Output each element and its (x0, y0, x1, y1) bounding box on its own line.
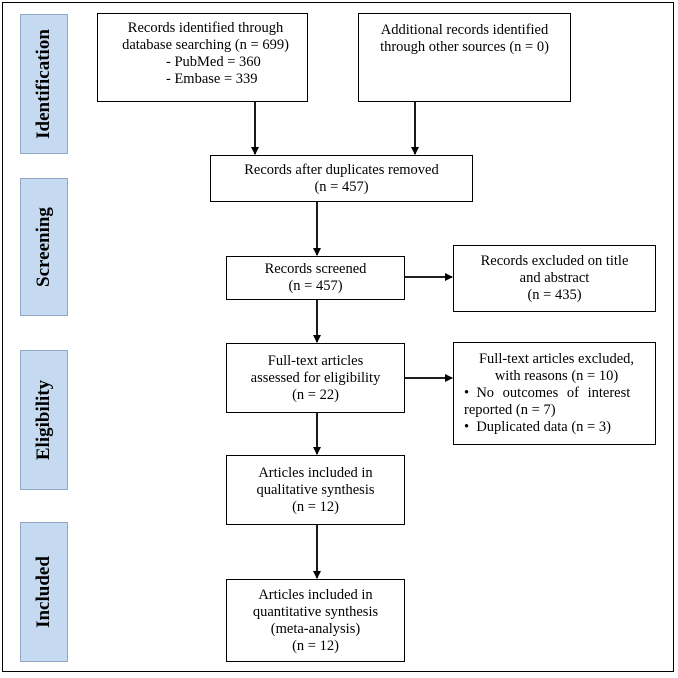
fulltext-excluded-bullet1: • No outcomes of interest (464, 385, 649, 402)
bullet-icon: • (464, 385, 477, 401)
box-database-records: Records identified through database sear… (97, 13, 308, 102)
after-duplicates-line2: (n = 457) (314, 178, 369, 195)
fulltext-excluded-line2: with reasons (n = 10) (494, 368, 619, 384)
phase-screening: Screening (20, 178, 68, 316)
database-pubmed: - PubMed = 360 (166, 54, 261, 70)
box-fulltext-excluded: Full-text articles excluded, with reason… (453, 342, 656, 445)
fulltext-excluded-bullet2: • Duplicated data (n = 3) (464, 419, 649, 436)
box-after-duplicates: Records after duplicates removed (n = 45… (210, 155, 473, 202)
database-line1: Records identified through (127, 20, 284, 36)
excluded-line2: and abstract (519, 270, 590, 286)
qualitative-line2: qualitative synthesis (256, 481, 375, 498)
quantitative-line4: (n = 12) (292, 637, 339, 654)
fulltext-excluded-line1: Full-text articles excluded, (478, 351, 635, 367)
qualitative-line1: Articles included in (258, 464, 373, 481)
database-line2: database searching (n = 699) (122, 37, 289, 53)
quantitative-line3: (meta-analysis) (270, 620, 361, 637)
phase-included: Included (20, 522, 68, 662)
phase-eligibility: Eligibility (20, 350, 68, 490)
fulltext-line1: Full-text articles (267, 352, 364, 369)
excluded-line1: Records excluded on title (480, 253, 629, 269)
box-qualitative-synthesis: Articles included in qualitative synthes… (226, 455, 405, 525)
screened-line1: Records screened (264, 261, 367, 277)
fulltext-line2: assessed for eligibility (250, 369, 381, 386)
other-sources-line1: Additional records identified (380, 22, 549, 38)
box-records-screened: Records screened (n = 457) (226, 256, 405, 300)
box-other-sources: Additional records identified through ot… (358, 13, 571, 102)
after-duplicates-line1: Records after duplicates removed (244, 161, 439, 178)
bullet1-text-a: No outcomes of interest (476, 385, 631, 401)
database-embase: - Embase = 339 (166, 71, 258, 87)
box-fulltext-assessed: Full-text articles assessed for eligibil… (226, 343, 405, 413)
phase-identification: Identification (20, 14, 68, 154)
screened-line2: (n = 457) (288, 278, 343, 294)
box-records-excluded: Records excluded on title and abstract (… (453, 245, 656, 312)
other-sources-line2: through other sources (n = 0) (380, 39, 549, 55)
fulltext-line3: (n = 22) (292, 386, 339, 403)
diagram-frame (2, 2, 674, 672)
quantitative-line2: quantitative synthesis (252, 603, 379, 620)
bullet-icon: • (464, 419, 477, 435)
fulltext-excluded-bullet1b: reported (n = 7) (464, 402, 556, 418)
qualitative-line3: (n = 12) (292, 498, 339, 515)
excluded-line3: (n = 435) (527, 287, 582, 303)
box-quantitative-synthesis: Articles included in quantitative synthe… (226, 579, 405, 662)
bullet2-text: Duplicated data (n = 3) (476, 419, 611, 435)
quantitative-line1: Articles included in (258, 586, 373, 603)
